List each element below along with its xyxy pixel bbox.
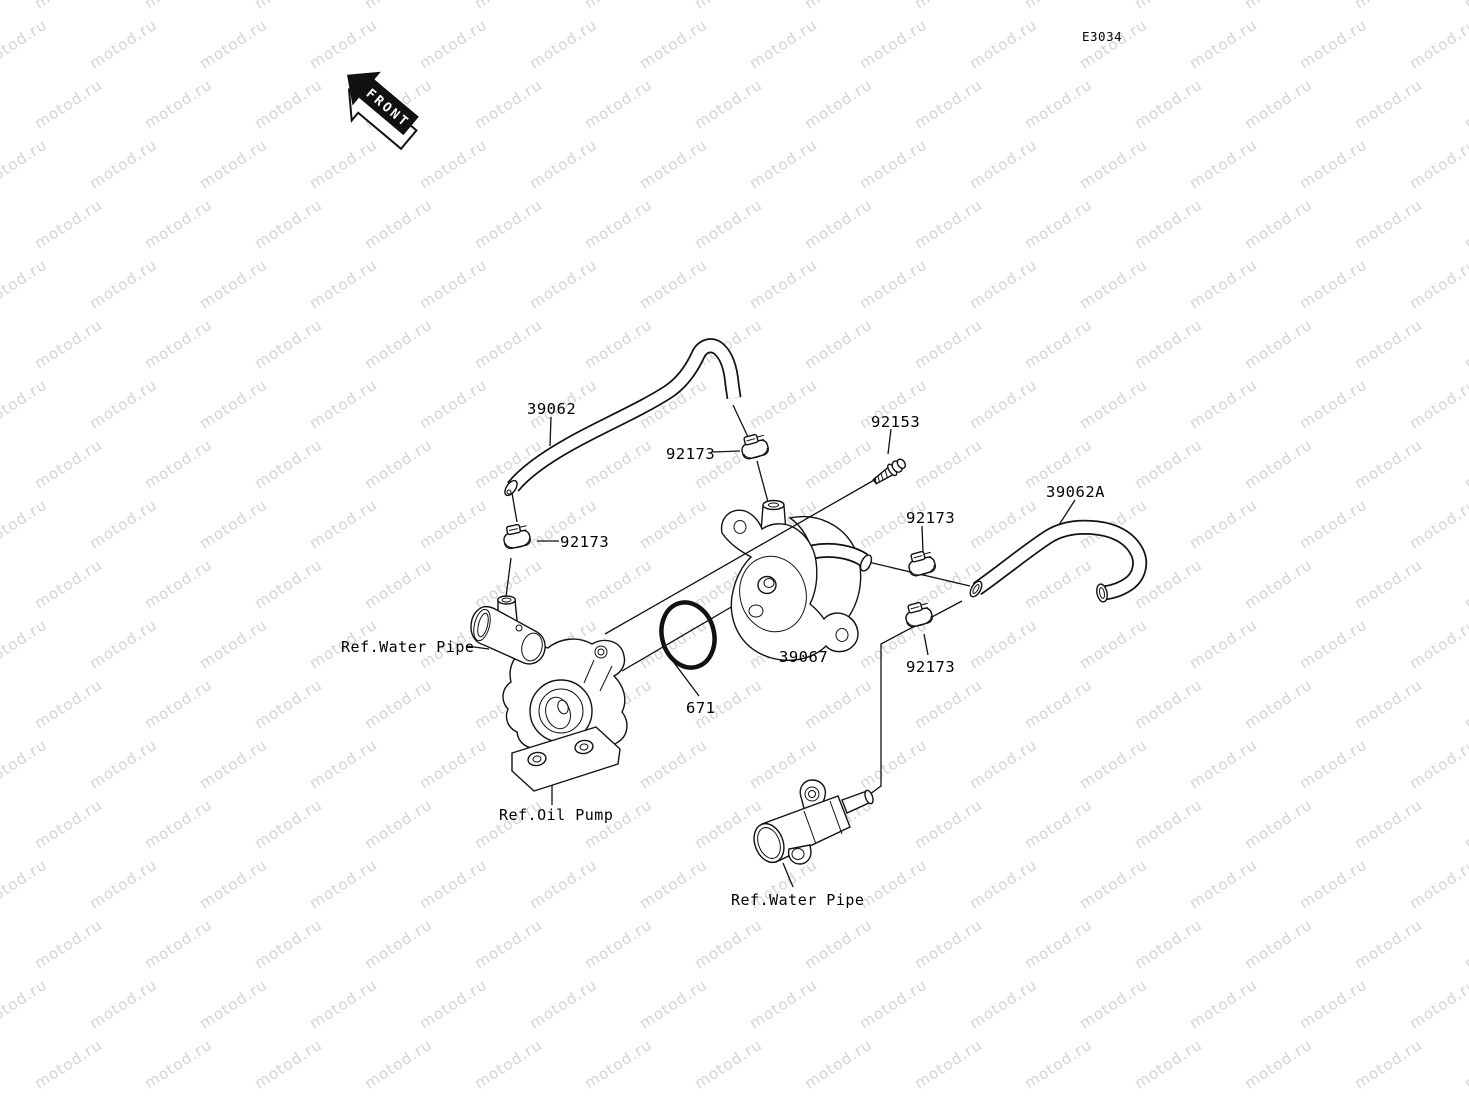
pump-base-hole-right: [574, 739, 594, 755]
bottom-pipe-big-end-rim: [757, 827, 781, 859]
pump-base-hole-right-inner: [579, 743, 589, 751]
label-92173-right-lower: 92173: [906, 658, 955, 676]
cooler-face-hole-inner: [763, 578, 775, 588]
bottom-pipe-bottom-tab-hole: [791, 848, 805, 860]
leader-92173-right-upper: [921, 525, 924, 553]
hose-39062A-right-end-inner: [1098, 587, 1106, 599]
left-pipe-stub-top-inner: [501, 597, 512, 603]
label-ref-water-pipe-bottom: Ref.Water Pipe: [731, 891, 864, 909]
clamp-92173-left: [500, 521, 533, 551]
hose-39062-end-hole: [506, 489, 512, 495]
label-92173-right-upper: 92173: [906, 509, 955, 527]
pump-face-mid: [538, 688, 584, 734]
label-92153: 92153: [871, 413, 920, 431]
label-ref-water-pipe-left: Ref.Water Pipe: [341, 638, 474, 656]
left-pipe-end-rim-inner: [477, 612, 489, 638]
label-92173-top: 92173: [666, 445, 715, 463]
leader-clamp3-to-pipe: [861, 600, 963, 801]
left-pipe-stub-top: [497, 595, 517, 605]
hose-39062A-drawing: [969, 519, 1148, 603]
leader-clamp4-to-pipe: [505, 557, 512, 598]
leader-ref-water-pipe-bottom: [782, 862, 794, 888]
leader-clamp1-to-stub: [756, 460, 769, 503]
cooler-face-hole-2: [748, 604, 764, 618]
oil-pump-drawing: [502, 638, 628, 792]
cooler-ear-hole-top: [733, 520, 747, 534]
leader-hose-to-clamp1: [732, 404, 749, 438]
cooler-stub-top: [762, 499, 785, 511]
left-pipe-end-rim: [473, 608, 491, 642]
leader-39062: [549, 416, 552, 447]
leader-92153: [887, 428, 892, 455]
label-92173-left: 92173: [560, 533, 609, 551]
hose-39062-fill: [508, 339, 740, 491]
front-arrow-body: [347, 71, 419, 136]
cooler-face-hole: [757, 575, 777, 595]
pump-base-hole-left-inner: [532, 755, 542, 763]
hose-39062A-left-end-inner: [972, 584, 980, 594]
hose-39062-left-end: [504, 479, 518, 497]
clamp-92173-top: [738, 431, 771, 462]
clamp-92173-right-upper: [905, 548, 938, 579]
bottom-pipe-top-tab-hole-inner: [808, 790, 816, 798]
hose-39062A-fill: [973, 521, 1146, 599]
cooler-boss-ring: [739, 555, 807, 633]
label-671: 671: [686, 699, 716, 717]
page-code: E3034: [1082, 29, 1122, 44]
clamp-92173-right-lower: [902, 599, 935, 630]
leader-92153-long: [604, 478, 877, 635]
cooler-outlet-end: [859, 554, 873, 572]
pump-ear-hole: [594, 645, 608, 659]
cooler-ear-hole-bottom: [835, 628, 849, 642]
leader-92173-right-lower: [923, 633, 929, 656]
left-pipe-body: [470, 605, 546, 665]
pump-base-hole-left: [527, 751, 547, 767]
label-ref-oil-pump: Ref.Oil Pump: [499, 806, 613, 824]
cooler-outlet-fill: [810, 544, 868, 565]
pump-shaft-hole: [557, 699, 569, 715]
label-39062: 39062: [527, 400, 576, 418]
leader-hose-to-clamp4: [511, 492, 518, 523]
label-39062A: 39062A: [1046, 483, 1105, 501]
o-ring-671-drawing: [659, 600, 717, 670]
hose-39062-drawing: [504, 338, 742, 497]
leader-92173-top: [712, 450, 741, 453]
bolt-92153-drawing: [870, 455, 909, 488]
water-pipe-bottom-drawing: [753, 779, 874, 865]
left-pipe-nub: [515, 624, 523, 632]
pump-base: [511, 726, 621, 792]
left-pipe-right-face: [521, 632, 543, 662]
bottom-pipe-top-tab-hole: [804, 786, 820, 802]
pump-ear-hole-inner: [597, 648, 605, 656]
part-labels: E3034 39062 92173 92153 39062A 92173 921…: [341, 29, 1122, 909]
cooler-stub-top-inner: [768, 502, 779, 508]
pump-web-lines: [583, 659, 613, 692]
bottom-pipe-ridge: [803, 800, 843, 845]
bottom-pipe-nipple-end: [864, 789, 874, 805]
hose-39062A-left-end: [969, 580, 983, 598]
leader-671: [671, 659, 700, 697]
front-arrow: FRONT: [347, 71, 419, 151]
leader-ref-water-pipe-left: [465, 645, 490, 650]
pump-face-inner: [545, 696, 571, 730]
bottom-pipe-big-end: [753, 822, 785, 864]
label-39067: 39067: [779, 648, 828, 666]
water-pipe-left-drawing: [470, 595, 546, 665]
